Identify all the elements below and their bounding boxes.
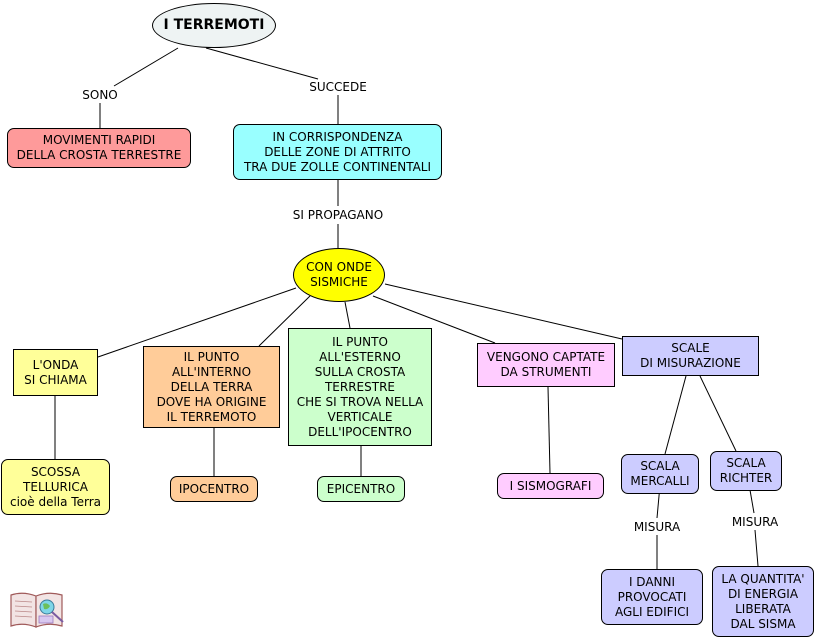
node-onda-si-chiama[interactable]: L'ONDA SI CHIAMA [13, 349, 98, 396]
link-label-misura-mercalli: MISURA [631, 520, 683, 534]
node-scale-misurazione[interactable]: SCALE DI MISURAZIONE [622, 336, 759, 376]
node-punto-interno[interactable]: IL PUNTO ALL'INTERNO DELLA TERRA DOVE HA… [143, 346, 280, 428]
link-label-sono: SONO [80, 88, 120, 102]
node-epicentro[interactable]: EPICENTRO [317, 476, 405, 502]
link-label-misura-richter: MISURA [729, 515, 781, 529]
link-label-succede: SUCCEDE [307, 80, 369, 94]
node-captate-strumenti[interactable]: VENGONO CAPTATE DA STRUMENTI [477, 343, 615, 387]
node-i-sismografi[interactable]: I SISMOGRAFI [497, 473, 604, 499]
node-onde-sismiche[interactable]: CON ONDE SISMICHE [293, 248, 385, 302]
node-movimenti-rapidi[interactable]: MOVIMENTI RAPIDI DELLA CROSTA TERRESTRE [7, 128, 191, 168]
node-ipocentro[interactable]: IPOCENTRO [170, 476, 258, 502]
book-icon [10, 592, 64, 628]
link-label-si-propagano: SI PROPAGANO [290, 208, 386, 222]
node-quantita-energia[interactable]: LA QUANTITA' DI ENERGIA LIBERATA DAL SIS… [712, 566, 814, 637]
node-danni-edifici[interactable]: I DANNI PROVOCATI AGLI EDIFICI [601, 569, 703, 625]
root-node[interactable]: I TERREMOTI [152, 3, 276, 48]
node-scala-mercalli[interactable]: SCALA MERCALLI [621, 454, 699, 494]
node-punto-esterno[interactable]: IL PUNTO ALL'ESTERNO SULLA CROSTA TERRES… [288, 328, 432, 446]
node-zone-di-attrito[interactable]: IN CORRISPONDENZA DELLE ZONE DI ATTRITO … [233, 124, 442, 180]
node-scossa-tellurica[interactable]: SCOSSA TELLURICA cioè della Terra [1, 459, 110, 515]
node-scala-richter[interactable]: SCALA RICHTER [710, 451, 782, 491]
